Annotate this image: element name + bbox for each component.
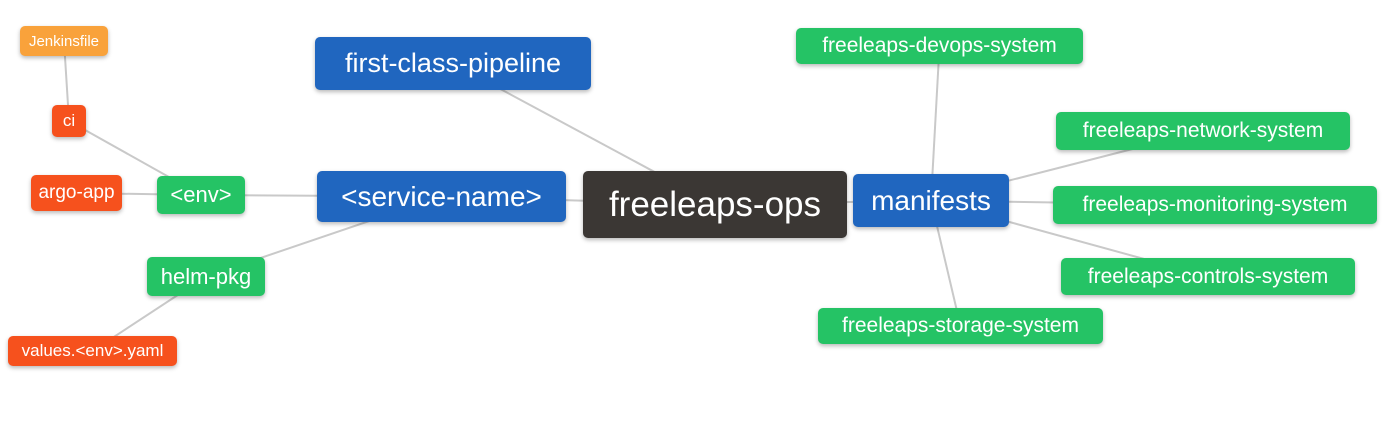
node-freeleaps-storage-system[interactable]: freeleaps-storage-system	[818, 308, 1103, 344]
node-ci[interactable]: ci	[52, 105, 86, 137]
node-freeleaps-controls-system[interactable]: freeleaps-controls-system	[1061, 258, 1355, 295]
node-env[interactable]: <env>	[157, 176, 245, 214]
node-argo-app[interactable]: argo-app	[31, 175, 122, 211]
node-first-class-pipeline[interactable]: first-class-pipeline	[315, 37, 591, 90]
node-service-name[interactable]: <service-name>	[317, 171, 566, 222]
node-freeleaps-ops[interactable]: freeleaps-ops	[583, 171, 847, 238]
node-freeleaps-monitoring-system[interactable]: freeleaps-monitoring-system	[1053, 186, 1377, 224]
node-freeleaps-devops-system[interactable]: freeleaps-devops-system	[796, 28, 1083, 64]
node-freeleaps-network-system[interactable]: freeleaps-network-system	[1056, 112, 1350, 150]
node-manifests[interactable]: manifests	[853, 174, 1009, 227]
node-jenkinsfile[interactable]: Jenkinsfile	[20, 26, 108, 56]
node-helm-pkg[interactable]: helm-pkg	[147, 257, 265, 296]
node-values-env-yaml[interactable]: values.<env>.yaml	[8, 336, 177, 366]
